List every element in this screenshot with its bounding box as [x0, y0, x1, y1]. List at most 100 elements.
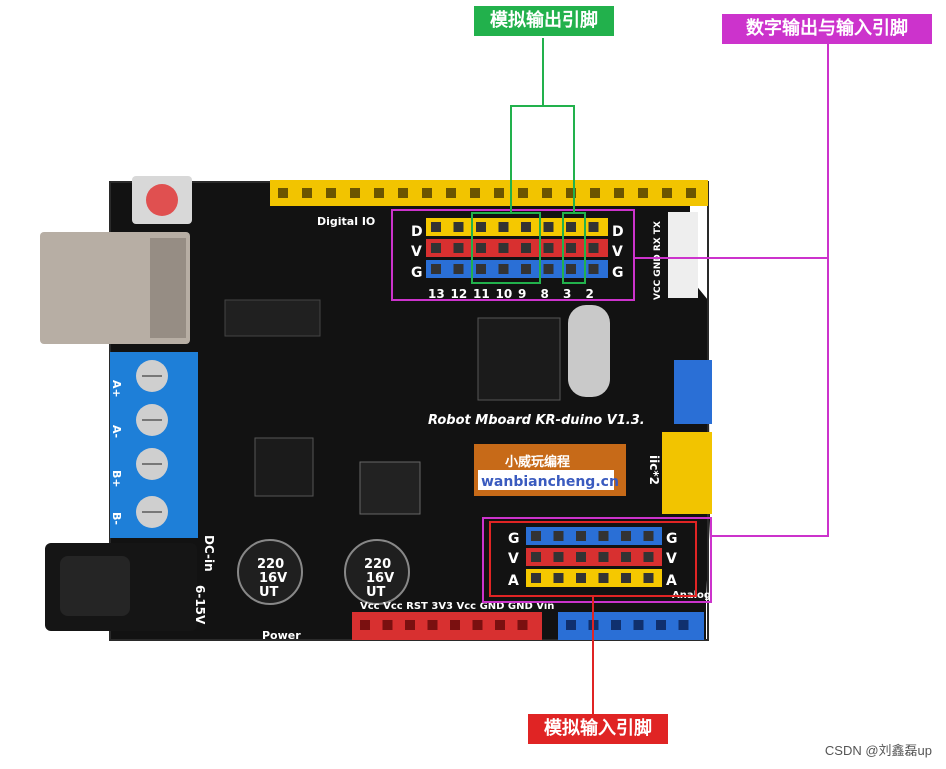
analog-pin	[553, 573, 564, 583]
analog-pin	[643, 531, 654, 541]
dc-jack-hole	[60, 556, 130, 616]
header-hole	[446, 188, 456, 198]
analog-pin-row	[526, 548, 662, 566]
digital-io-silk: Digital IO	[317, 215, 375, 228]
analog-header-hole	[566, 620, 576, 630]
row-d-left: D	[411, 224, 423, 240]
label-analog-input: 模拟输入引脚	[528, 714, 668, 744]
analog-header-hole	[633, 620, 644, 630]
chip-ch340	[224, 299, 321, 337]
capacitor-right	[344, 539, 410, 605]
digital-pin	[476, 264, 486, 274]
analog-pin	[643, 552, 654, 562]
analog-pins-frame	[482, 517, 712, 603]
header-hole	[614, 188, 624, 198]
digital-pin	[566, 222, 576, 232]
power-header-hole	[360, 620, 370, 630]
digital-pin	[588, 243, 599, 253]
serial-header	[668, 212, 698, 298]
analog-pin	[621, 552, 631, 562]
digital-pin	[521, 264, 531, 274]
cap-right-l1: 220	[364, 557, 391, 572]
digital-pin	[498, 222, 509, 232]
analog-pin-row	[526, 569, 662, 587]
analog-header-hole	[611, 620, 621, 630]
digital-pin	[453, 264, 464, 274]
header-hole	[542, 188, 552, 198]
digital-pin	[521, 222, 531, 232]
power-header-hole	[427, 620, 438, 630]
row-v-analog-left: V	[508, 551, 519, 567]
pin-number-9: 9	[518, 287, 526, 301]
power-silk: Power	[262, 629, 301, 642]
digital-pin-row	[426, 239, 608, 257]
header-hole	[374, 188, 384, 198]
digital-pin	[521, 243, 531, 253]
row-g-analog-left: G	[508, 531, 520, 547]
digital-pin	[498, 243, 509, 253]
cap-left-l2: 16V	[259, 571, 287, 586]
header-hole	[422, 188, 432, 198]
pwm-frame-11-9	[471, 212, 541, 284]
digital-pin	[543, 222, 554, 232]
row-v-left: V	[411, 244, 422, 260]
digital-pin	[588, 222, 599, 232]
header-hole	[638, 188, 648, 198]
digital-pin	[476, 222, 486, 232]
digital-pin	[543, 243, 554, 253]
row-v-analog-right: V	[666, 551, 677, 567]
power-pins-silk: Vcc Vcc RST 3V3 Vcc GND GND Vin	[360, 601, 554, 612]
brand-url-box	[478, 470, 614, 490]
power-header-hole	[517, 620, 528, 630]
digital-pin	[431, 222, 441, 232]
digital-pin	[453, 243, 464, 253]
header-hole	[278, 188, 288, 198]
digital-pins-frame	[391, 209, 635, 301]
analog-header-hole	[678, 620, 689, 630]
analog-pin-row	[526, 527, 662, 545]
analog-pin	[531, 531, 541, 541]
analog-pin	[643, 573, 654, 583]
digital-pin-row	[426, 260, 608, 278]
analog-pin	[531, 552, 541, 562]
chip-atmega	[477, 317, 561, 401]
watermark: CSDN @刘鑫磊up	[824, 743, 932, 758]
header-hole	[470, 188, 480, 198]
pin-number-11: 11	[473, 287, 490, 301]
header-hole	[590, 188, 600, 198]
header-hole	[494, 188, 504, 198]
row-v-right: V	[612, 244, 623, 260]
dc-in-silk: DC-in	[202, 535, 216, 572]
analog-pin	[531, 573, 541, 583]
power-header-hole	[472, 620, 483, 630]
digital-pin	[588, 264, 599, 274]
row-g-left: G	[411, 265, 423, 281]
header-hole	[302, 188, 312, 198]
power-header-hole	[405, 620, 415, 630]
pin-number-8: 8	[541, 287, 549, 301]
crystal	[568, 305, 610, 397]
pin-number-12: 12	[451, 287, 468, 301]
digital-pin	[543, 264, 554, 274]
digital-pin	[453, 222, 464, 232]
row-g-analog-right: G	[666, 531, 678, 547]
cap-right-l2: 16V	[366, 571, 394, 586]
digital-pin-row	[426, 218, 608, 236]
header-hole	[686, 188, 696, 198]
power-header-hole	[450, 620, 460, 630]
pin-number-2: 2	[586, 287, 594, 301]
motor-term-2: A-	[110, 425, 123, 438]
header-hole	[662, 188, 672, 198]
analog-pin	[621, 573, 631, 583]
usb-connector-shade	[150, 238, 186, 338]
cap-left-l1: 220	[257, 557, 284, 572]
iic-silk: iic*2	[647, 455, 661, 485]
bottom-header-power	[352, 612, 542, 640]
row-d-right: D	[612, 224, 624, 240]
analog-pin	[576, 573, 586, 583]
header-hole	[398, 188, 408, 198]
digital-pin	[431, 243, 441, 253]
digital-pin	[476, 243, 486, 253]
analog-pin	[598, 552, 609, 562]
digital-pin	[566, 243, 576, 253]
